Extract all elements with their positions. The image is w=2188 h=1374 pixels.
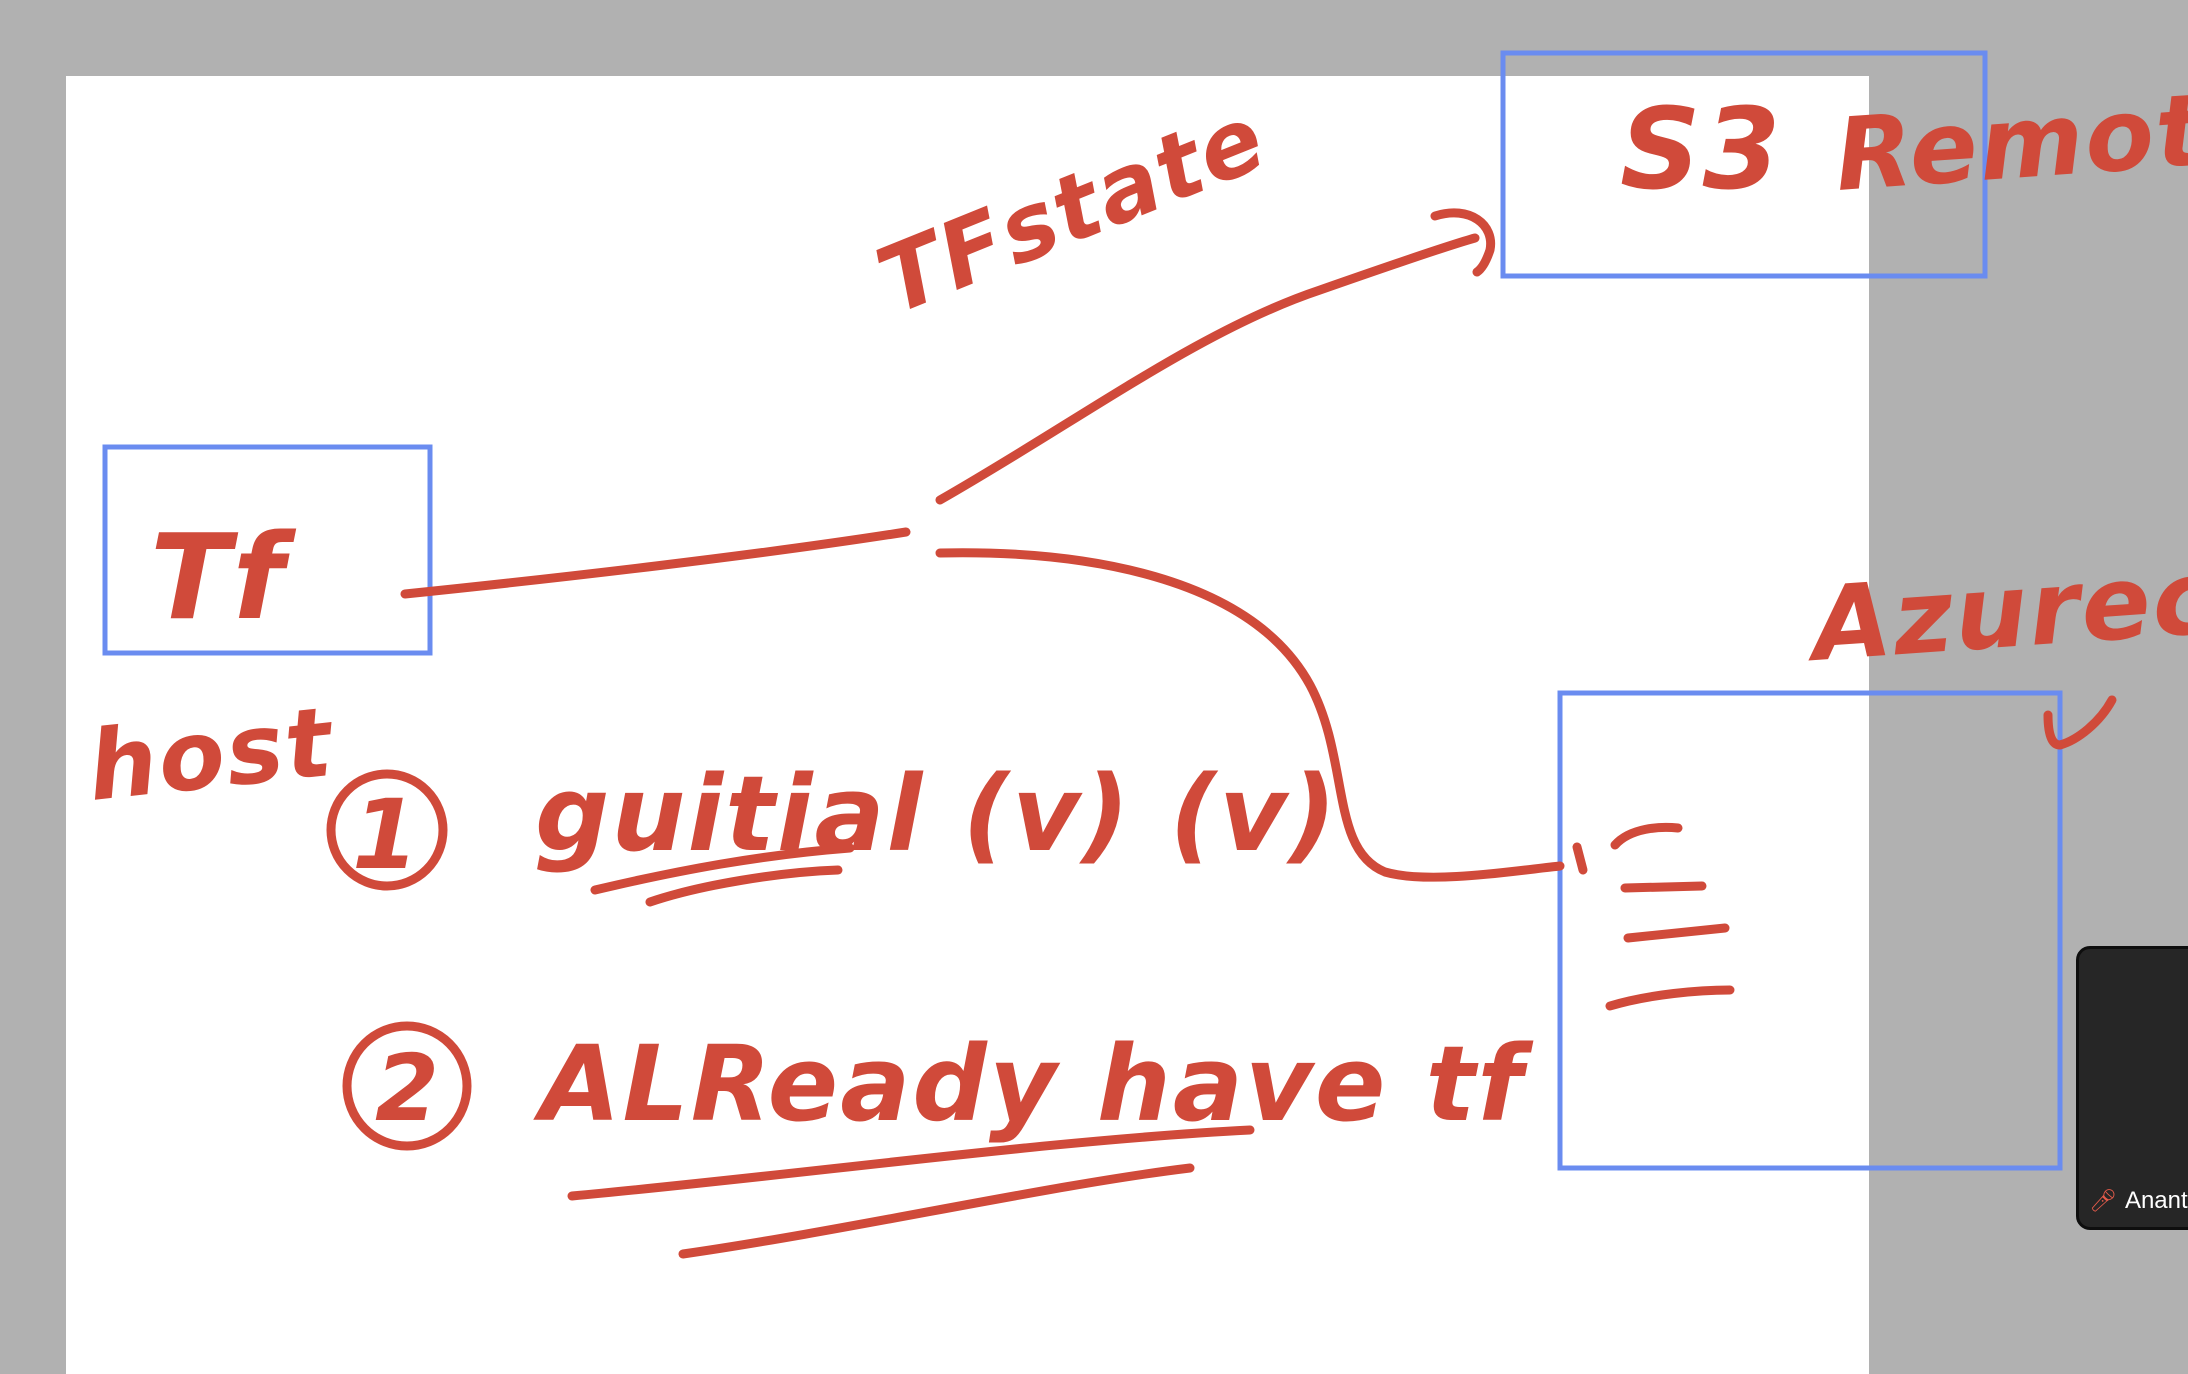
participant-name: Anant (2124, 1187, 2188, 1214)
azure-label: Azurec (1801, 538, 2188, 685)
tf-connector-line (400, 527, 911, 599)
azure-tick-mark (1572, 842, 1588, 875)
muted-mic-icon: 🎤︎ (2089, 1188, 2117, 1213)
number-2-circle (342, 1021, 472, 1151)
tf-box (102, 444, 433, 656)
participant-name-bar: 🎤︎ Anant (2089, 1187, 2188, 1215)
list-item-1-text: guitial (v) (v) (535, 753, 1338, 875)
azure-box (1557, 690, 2063, 1171)
list-item-2-text: ALReady have tf (533, 1023, 1534, 1145)
tfstate-arrow (935, 233, 1480, 505)
s3-box (1500, 50, 1988, 279)
already-underline (567, 1125, 1255, 1259)
list-item-2-number: 2 (375, 1035, 441, 1142)
azure-connector-line (935, 548, 1565, 882)
azure-checkmark (2043, 695, 2117, 750)
tfstate-label: TFstate (863, 84, 1280, 336)
remote-label: Remote (1832, 67, 2188, 214)
guitial-underline (590, 843, 855, 907)
host-label: host (83, 686, 340, 823)
participant-video-tile[interactable]: 🎤︎ Anant (2076, 946, 2188, 1230)
tf-box-label: Tf (150, 508, 296, 646)
list-item-1-number: 1 (352, 779, 421, 891)
number-1-circle (326, 769, 448, 891)
tfstate-arrowhead (1430, 208, 1496, 277)
s3-label: S3 (1620, 85, 1783, 215)
azure-list-lines (1605, 822, 1735, 1011)
